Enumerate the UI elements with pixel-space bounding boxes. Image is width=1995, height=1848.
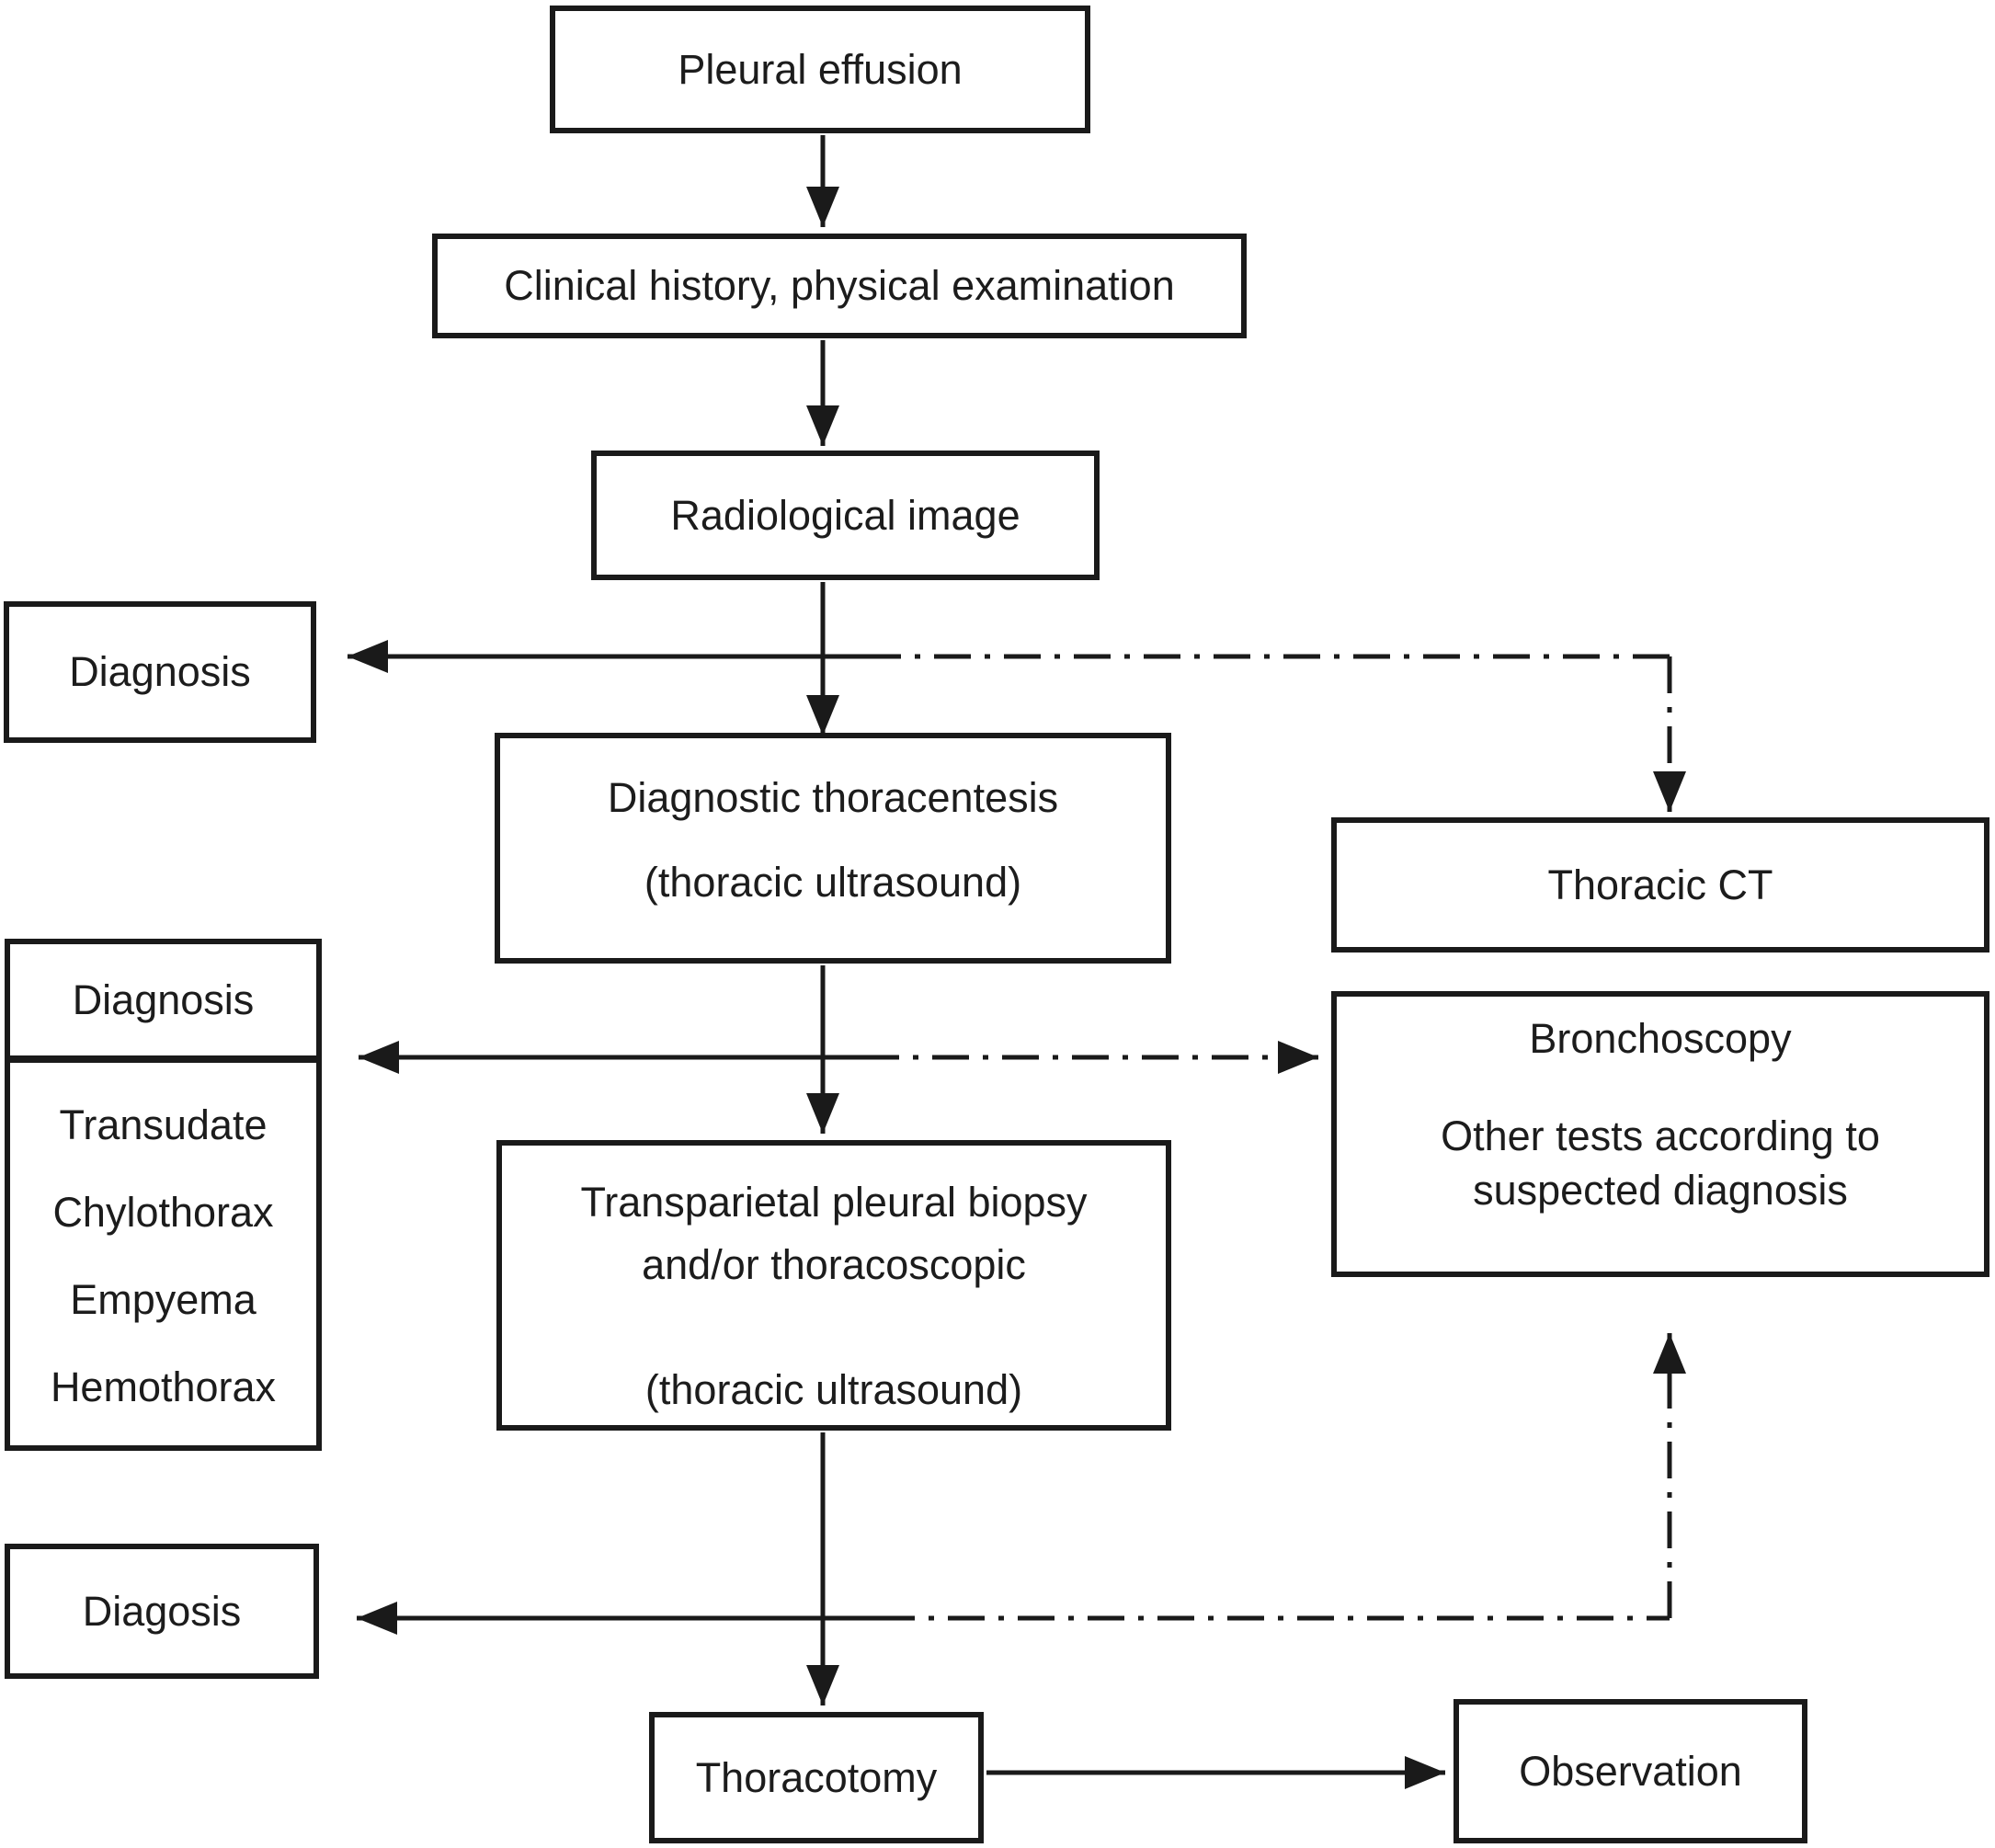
node-clinical-history: Clinical history, physical examination [432, 234, 1247, 338]
diagnosis-middle-header: Diagnosis [10, 944, 316, 1055]
node-label: Pleural effusion [678, 45, 963, 93]
node-sublabel: Other tests according to suspected diagn… [1441, 1109, 1880, 1217]
node-sublabel: (thoracic ultrasound) [644, 859, 1022, 906]
node-pleural-effusion: Pleural effusion [550, 6, 1090, 133]
list-item: Chylothorax [52, 1189, 274, 1236]
node-label: Thoracic CT [1547, 861, 1773, 908]
label-line: Transparietal pleural biopsy [580, 1179, 1088, 1226]
node-label: Thoracotomy [695, 1753, 938, 1801]
node-thoracic-ct: Thoracic CT [1331, 817, 1989, 953]
node-label: Clinical history, physical examination [504, 262, 1175, 309]
node-diagnosis-middle: Diagnosis Transudate Chylothorax Empyema… [5, 939, 322, 1451]
node-diagnostic-thoracentesis: Diagnostic thoracentesis (thoracic ultra… [495, 733, 1171, 964]
list-item: Transudate [59, 1101, 268, 1148]
node-transparietal-biopsy: Transparietal pleural biopsy and/or thor… [496, 1140, 1171, 1431]
node-label: Diagnosis [69, 648, 251, 695]
node-label: Observation [1519, 1747, 1742, 1795]
diagnosis-middle-items: Transudate Chylothorax Empyema Hemothora… [10, 1063, 316, 1445]
node-radiological-image: Radiological image [591, 451, 1100, 580]
node-label: Radiological image [670, 491, 1020, 539]
node-label: Transparietal pleural biopsy and/or thor… [580, 1171, 1087, 1296]
sublabel-line: suspected diagnosis [1473, 1167, 1848, 1214]
node-label: Diagnostic thoracentesis [607, 774, 1059, 821]
node-observation: Observation [1454, 1699, 1807, 1843]
node-bronchoscopy: Bronchoscopy Other tests according to su… [1331, 991, 1989, 1277]
node-label: Diagnosis [72, 975, 255, 1023]
node-diagnosis-bottom: Diagosis [5, 1544, 319, 1679]
node-diagnosis-top: Diagnosis [4, 601, 316, 743]
node-label: Bronchoscopy [1529, 1015, 1792, 1062]
node-thoracotomy: Thoracotomy [649, 1712, 984, 1843]
node-label: Diagosis [82, 1587, 242, 1635]
list-item: Empyema [70, 1276, 256, 1323]
node-sublabel: (thoracic ultrasound) [644, 1366, 1023, 1413]
label-line: and/or thoracoscopic [642, 1241, 1026, 1288]
list-item: Hemothorax [50, 1363, 277, 1410]
sublabel-line: Other tests according to [1441, 1112, 1880, 1159]
divider [10, 1055, 316, 1063]
